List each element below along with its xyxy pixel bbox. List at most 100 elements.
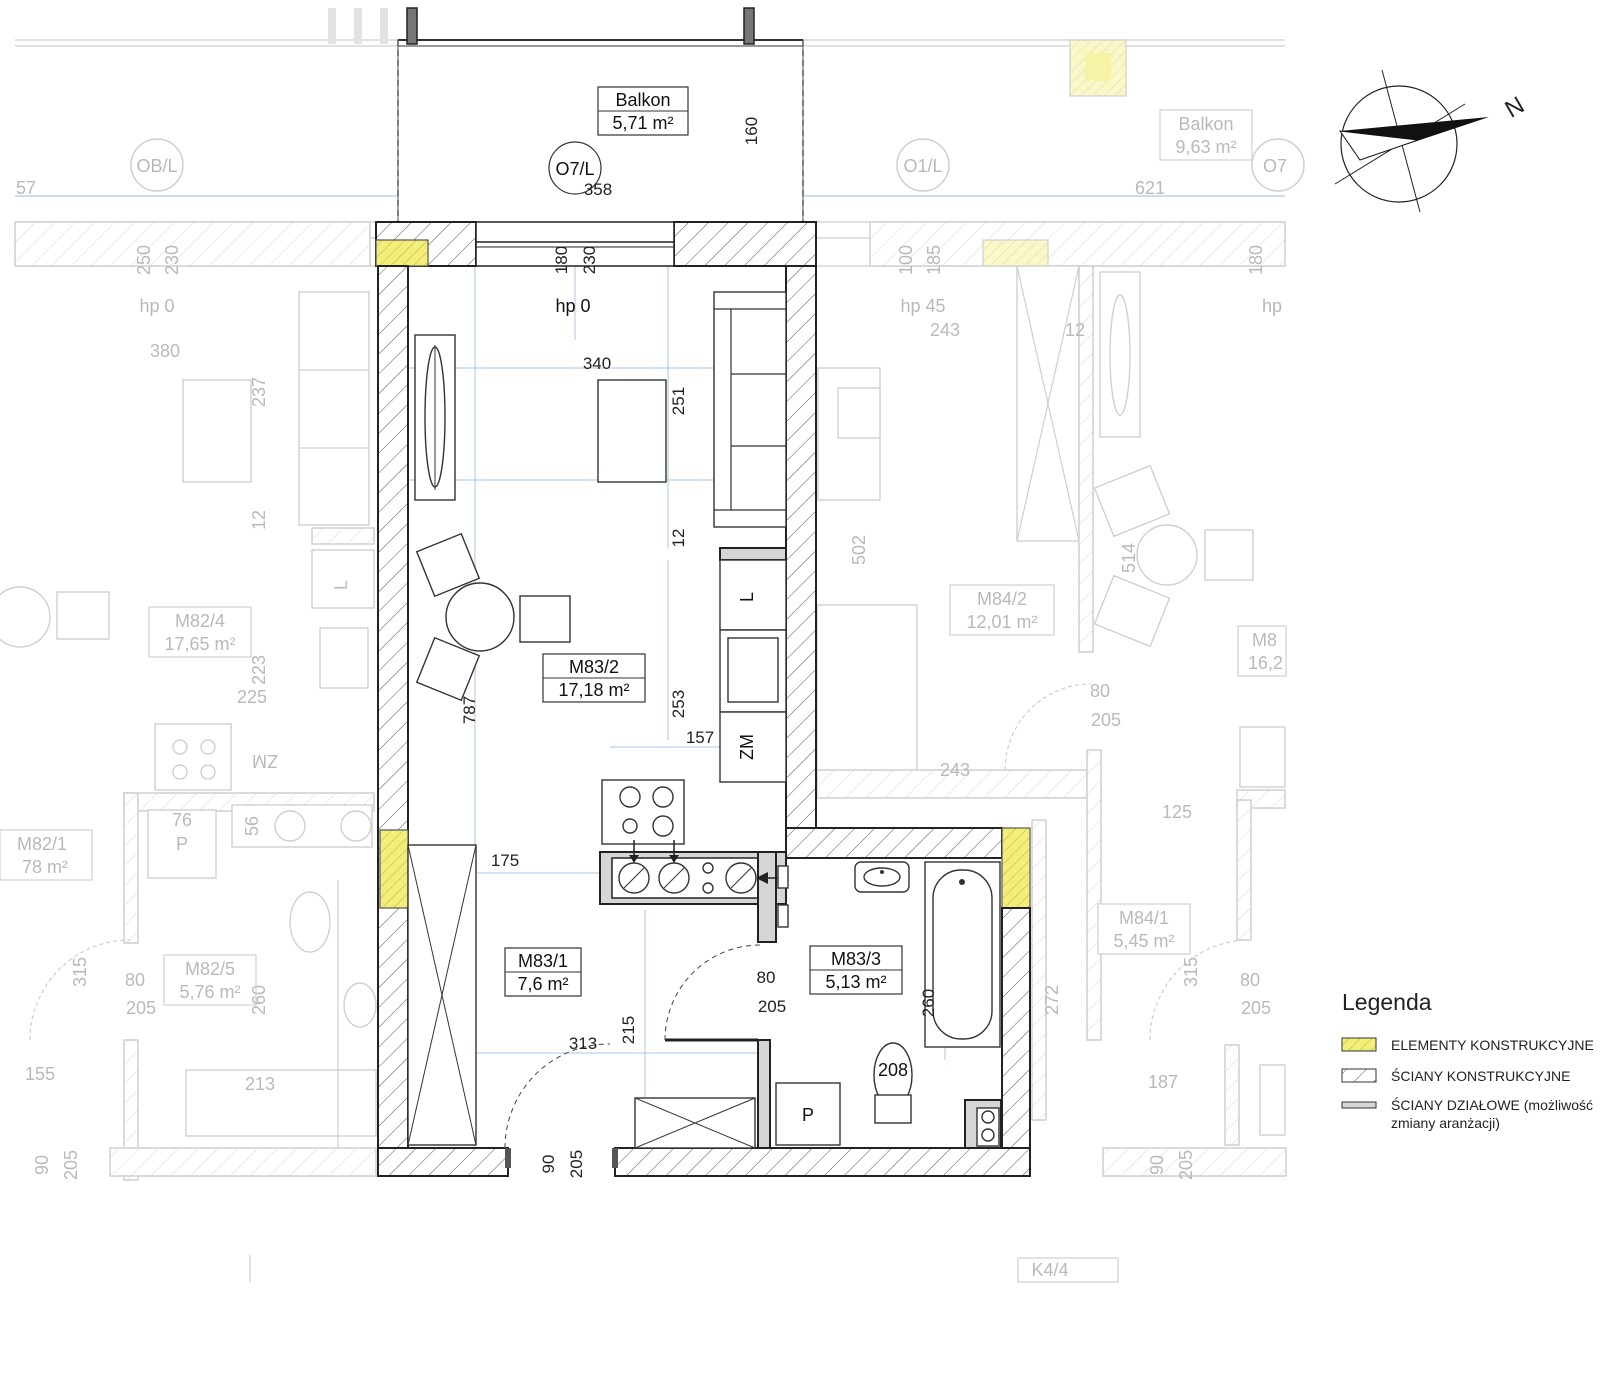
dim-90-left: 90 bbox=[32, 1155, 52, 1175]
room-name-m84-2: M84/2 bbox=[977, 589, 1027, 609]
dim-80-main: 80 bbox=[757, 968, 776, 987]
dim-225: 225 bbox=[237, 687, 267, 707]
dim-180-right: 180 bbox=[1246, 245, 1266, 275]
room-area-m83-3: 5,13 m² bbox=[825, 972, 886, 992]
appliance-zm: ZM bbox=[737, 734, 757, 760]
dim-315-right: 315 bbox=[1181, 957, 1201, 987]
dim-621: 621 bbox=[1135, 178, 1165, 198]
height-label-left: hp 0 bbox=[139, 296, 174, 316]
window-label-o1l: O1/L bbox=[903, 156, 942, 176]
dim-215: 215 bbox=[619, 1016, 638, 1044]
dim-187: 187 bbox=[1148, 1072, 1178, 1092]
dim-253: 253 bbox=[669, 690, 688, 718]
legend-title: Legenda bbox=[1342, 989, 1432, 1015]
room-name-m83-2: M83/2 bbox=[569, 657, 619, 677]
fridge bbox=[719, 559, 787, 631]
dim-80-right: 80 bbox=[1090, 681, 1110, 701]
dim-76: 76 bbox=[172, 810, 192, 830]
room-area-m82-5: 5,76 m² bbox=[179, 982, 240, 1002]
dim-205-door: 205 bbox=[567, 1150, 586, 1178]
legend-swatch-structural-walls bbox=[1341, 1068, 1377, 1083]
dim-90-right: 90 bbox=[1147, 1155, 1167, 1175]
appliance-zm-left: ZM bbox=[252, 751, 278, 771]
room-name-k4-4: K4/4 bbox=[1031, 1260, 1068, 1280]
height-label-right: hp 45 bbox=[900, 296, 945, 316]
chair bbox=[519, 595, 571, 643]
dim-205-far: 205 bbox=[1241, 998, 1271, 1018]
dim-205-left-bottom: 205 bbox=[61, 1150, 81, 1180]
dim-237: 237 bbox=[249, 377, 269, 407]
room-area-m84-1: 5,45 m² bbox=[1113, 931, 1174, 951]
legend-label-structural-elements: ELEMENTY KONSTRUKCYJNE bbox=[1391, 1037, 1594, 1053]
dim-213: 213 bbox=[245, 1074, 275, 1094]
room-area-m83-1: 7,6 m² bbox=[517, 974, 568, 994]
sofa bbox=[713, 291, 787, 528]
dim-260-left: 260 bbox=[249, 985, 269, 1015]
dim-313: 313 bbox=[569, 1034, 597, 1053]
legend-swatch-structural-elements bbox=[1341, 1037, 1377, 1052]
chair bbox=[415, 636, 481, 702]
dim-125: 125 bbox=[1162, 802, 1192, 822]
legend-swatch-partition-walls bbox=[1341, 1101, 1377, 1109]
dim-358: 358 bbox=[584, 180, 612, 199]
legend-label-partition-walls-line2: zmiany aranżacji) bbox=[1391, 1115, 1500, 1131]
coffee-table bbox=[597, 379, 667, 483]
dim-272: 272 bbox=[1042, 985, 1062, 1015]
legend: Legenda ELEMENTY KONSTRUKCYJNE ŚCIANY KO… bbox=[1341, 989, 1594, 1131]
dim-157: 157 bbox=[686, 728, 714, 747]
dim-175: 175 bbox=[491, 851, 519, 870]
dim-205-right-bottom: 205 bbox=[1176, 1150, 1196, 1180]
dim-315-left: 315 bbox=[70, 957, 90, 987]
dim-243-top: 243 bbox=[930, 320, 960, 340]
room-area-balkon-right: 9,63 m² bbox=[1175, 137, 1236, 157]
dim-80-far: 80 bbox=[1240, 970, 1260, 990]
dim-251: 251 bbox=[669, 387, 688, 415]
dim-243-mid: 243 bbox=[940, 760, 970, 780]
chair bbox=[415, 532, 481, 598]
dim-90-door: 90 bbox=[539, 1155, 558, 1174]
washing-machine bbox=[775, 1082, 841, 1146]
apartment-labels: hp 0 180 230 340 251 12 253 157 787 175 … bbox=[460, 246, 938, 1178]
room-area-m83-2: 17,18 m² bbox=[558, 680, 629, 700]
legend-label-partition-walls-line1: ŚCIANY DZIAŁOWE (możliwość bbox=[1391, 1096, 1593, 1113]
height-label-main: hp 0 bbox=[555, 296, 590, 316]
room-area-m82-4: 17,65 m² bbox=[164, 634, 235, 654]
hob bbox=[601, 779, 685, 845]
dim-80-left: 80 bbox=[125, 970, 145, 990]
room-name-m84-1: M84/1 bbox=[1119, 908, 1169, 928]
appliance-l: L bbox=[737, 592, 757, 602]
dim-223: 223 bbox=[249, 655, 269, 685]
living-room-furniture: L ZM bbox=[414, 291, 789, 928]
dining-table bbox=[445, 582, 515, 652]
room-name-m83-3: M83/3 bbox=[831, 949, 881, 969]
dim-502: 502 bbox=[849, 535, 869, 565]
room-area-balkon: 5,71 m² bbox=[612, 113, 673, 133]
room-area-m8: 16,2 bbox=[1248, 653, 1283, 673]
dim-100: 100 bbox=[896, 245, 916, 275]
dim-340: 340 bbox=[583, 354, 611, 373]
dim-205-main: 205 bbox=[758, 997, 786, 1016]
apartment-walls bbox=[375, 221, 1031, 1177]
room-name-m83-1: M83/1 bbox=[518, 951, 568, 971]
dim-230-left: 230 bbox=[162, 245, 182, 275]
appliance-p-left: P bbox=[176, 834, 188, 854]
dim-57: 57 bbox=[16, 178, 36, 198]
hall-bath-furniture: P 208 bbox=[407, 844, 1002, 1149]
dim-12-left: 12 bbox=[249, 510, 269, 530]
dim-208: 208 bbox=[878, 1060, 908, 1080]
dim-205-right: 205 bbox=[1091, 710, 1121, 730]
window-label-o7l: O7/L bbox=[555, 159, 594, 179]
dim-787: 787 bbox=[460, 696, 479, 724]
room-area-m82-1: 78 m² bbox=[22, 857, 68, 877]
appliance-l-left: L bbox=[331, 580, 351, 590]
dim-380: 380 bbox=[150, 341, 180, 361]
window-label-obl: OB/L bbox=[136, 156, 177, 176]
dim-250: 250 bbox=[134, 245, 154, 275]
dim-230-main: 230 bbox=[580, 246, 599, 274]
north-arrow: N bbox=[1334, 69, 1529, 213]
dim-155: 155 bbox=[25, 1064, 55, 1084]
dim-205-left: 205 bbox=[126, 998, 156, 1018]
room-area-m84-2: 12,01 m² bbox=[966, 612, 1037, 632]
room-name-m8: M8 bbox=[1252, 630, 1277, 650]
